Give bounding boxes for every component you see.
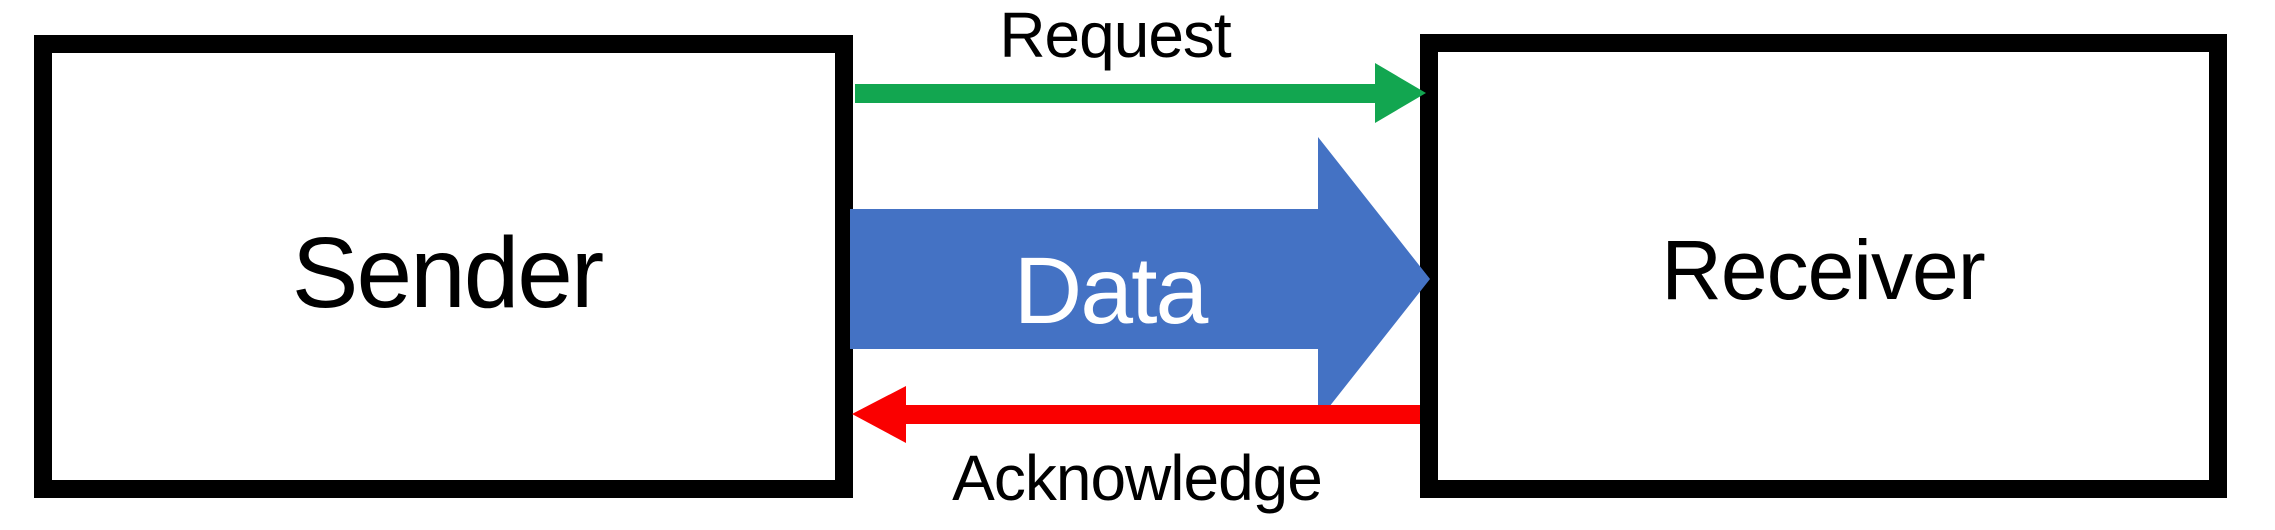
- acknowledge-arrow: [852, 386, 1420, 443]
- data-label: Data: [1014, 238, 1209, 344]
- data-arrow: [850, 137, 1430, 421]
- request-label: Request: [999, 0, 1232, 71]
- request-arrow-shaft: [855, 84, 1380, 103]
- acknowledge-arrow-shaft: [903, 405, 1420, 424]
- sender-box: [34, 35, 853, 498]
- request-arrow: [855, 63, 1426, 123]
- request-arrowhead-icon: [1375, 63, 1426, 123]
- acknowledge-arrowhead-icon: [852, 386, 906, 443]
- sender-label: Sender: [292, 217, 603, 329]
- receiver-label: Receiver: [1661, 223, 1984, 317]
- acknowledge-label: Acknowledge: [952, 442, 1322, 514]
- receiver-box: [1420, 34, 2227, 498]
